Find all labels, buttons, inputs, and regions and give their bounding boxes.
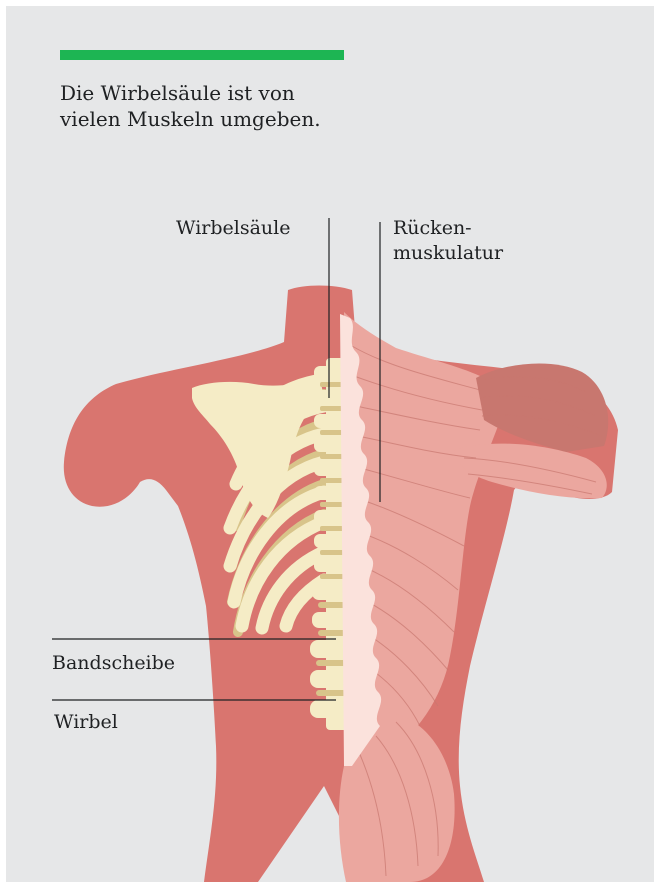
label-back-muscles: Rücken- muskulatur xyxy=(393,216,503,266)
label-vertebra: Wirbel xyxy=(54,710,118,735)
infographic-panel: Die Wirbelsäule ist von vielen Muskeln u… xyxy=(6,6,654,882)
back-anatomy-illustration xyxy=(6,6,654,882)
label-disc: Bandscheibe xyxy=(52,651,175,676)
label-spine: Wirbelsäule xyxy=(176,216,290,241)
